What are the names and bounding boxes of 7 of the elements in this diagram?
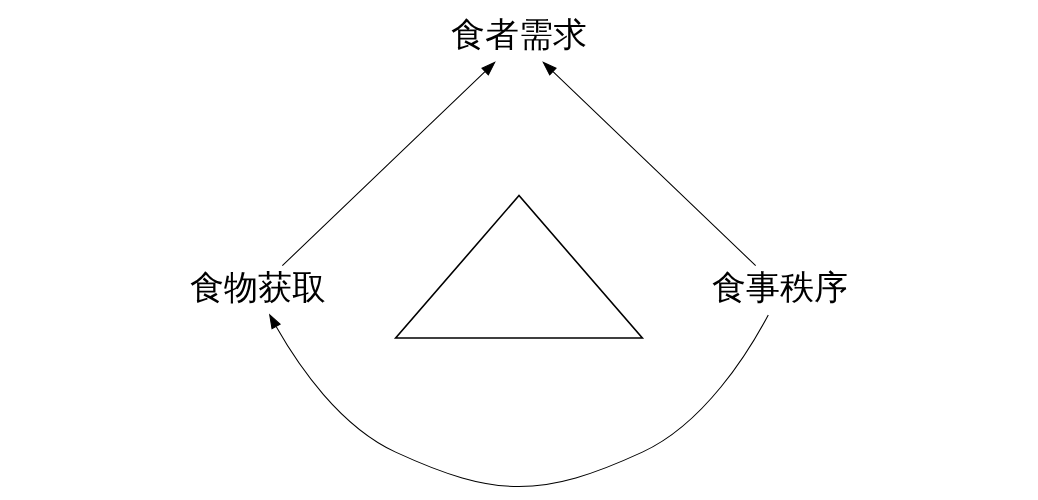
node-text: 食者需求 — [451, 14, 587, 55]
arrow — [281, 61, 496, 267]
arrow — [542, 61, 757, 267]
arrow — [268, 313, 769, 488]
node-triangle — [393, 194, 645, 339]
node-text: 食物获取 — [189, 266, 326, 307]
node-text: 食事秩序 — [712, 266, 849, 307]
